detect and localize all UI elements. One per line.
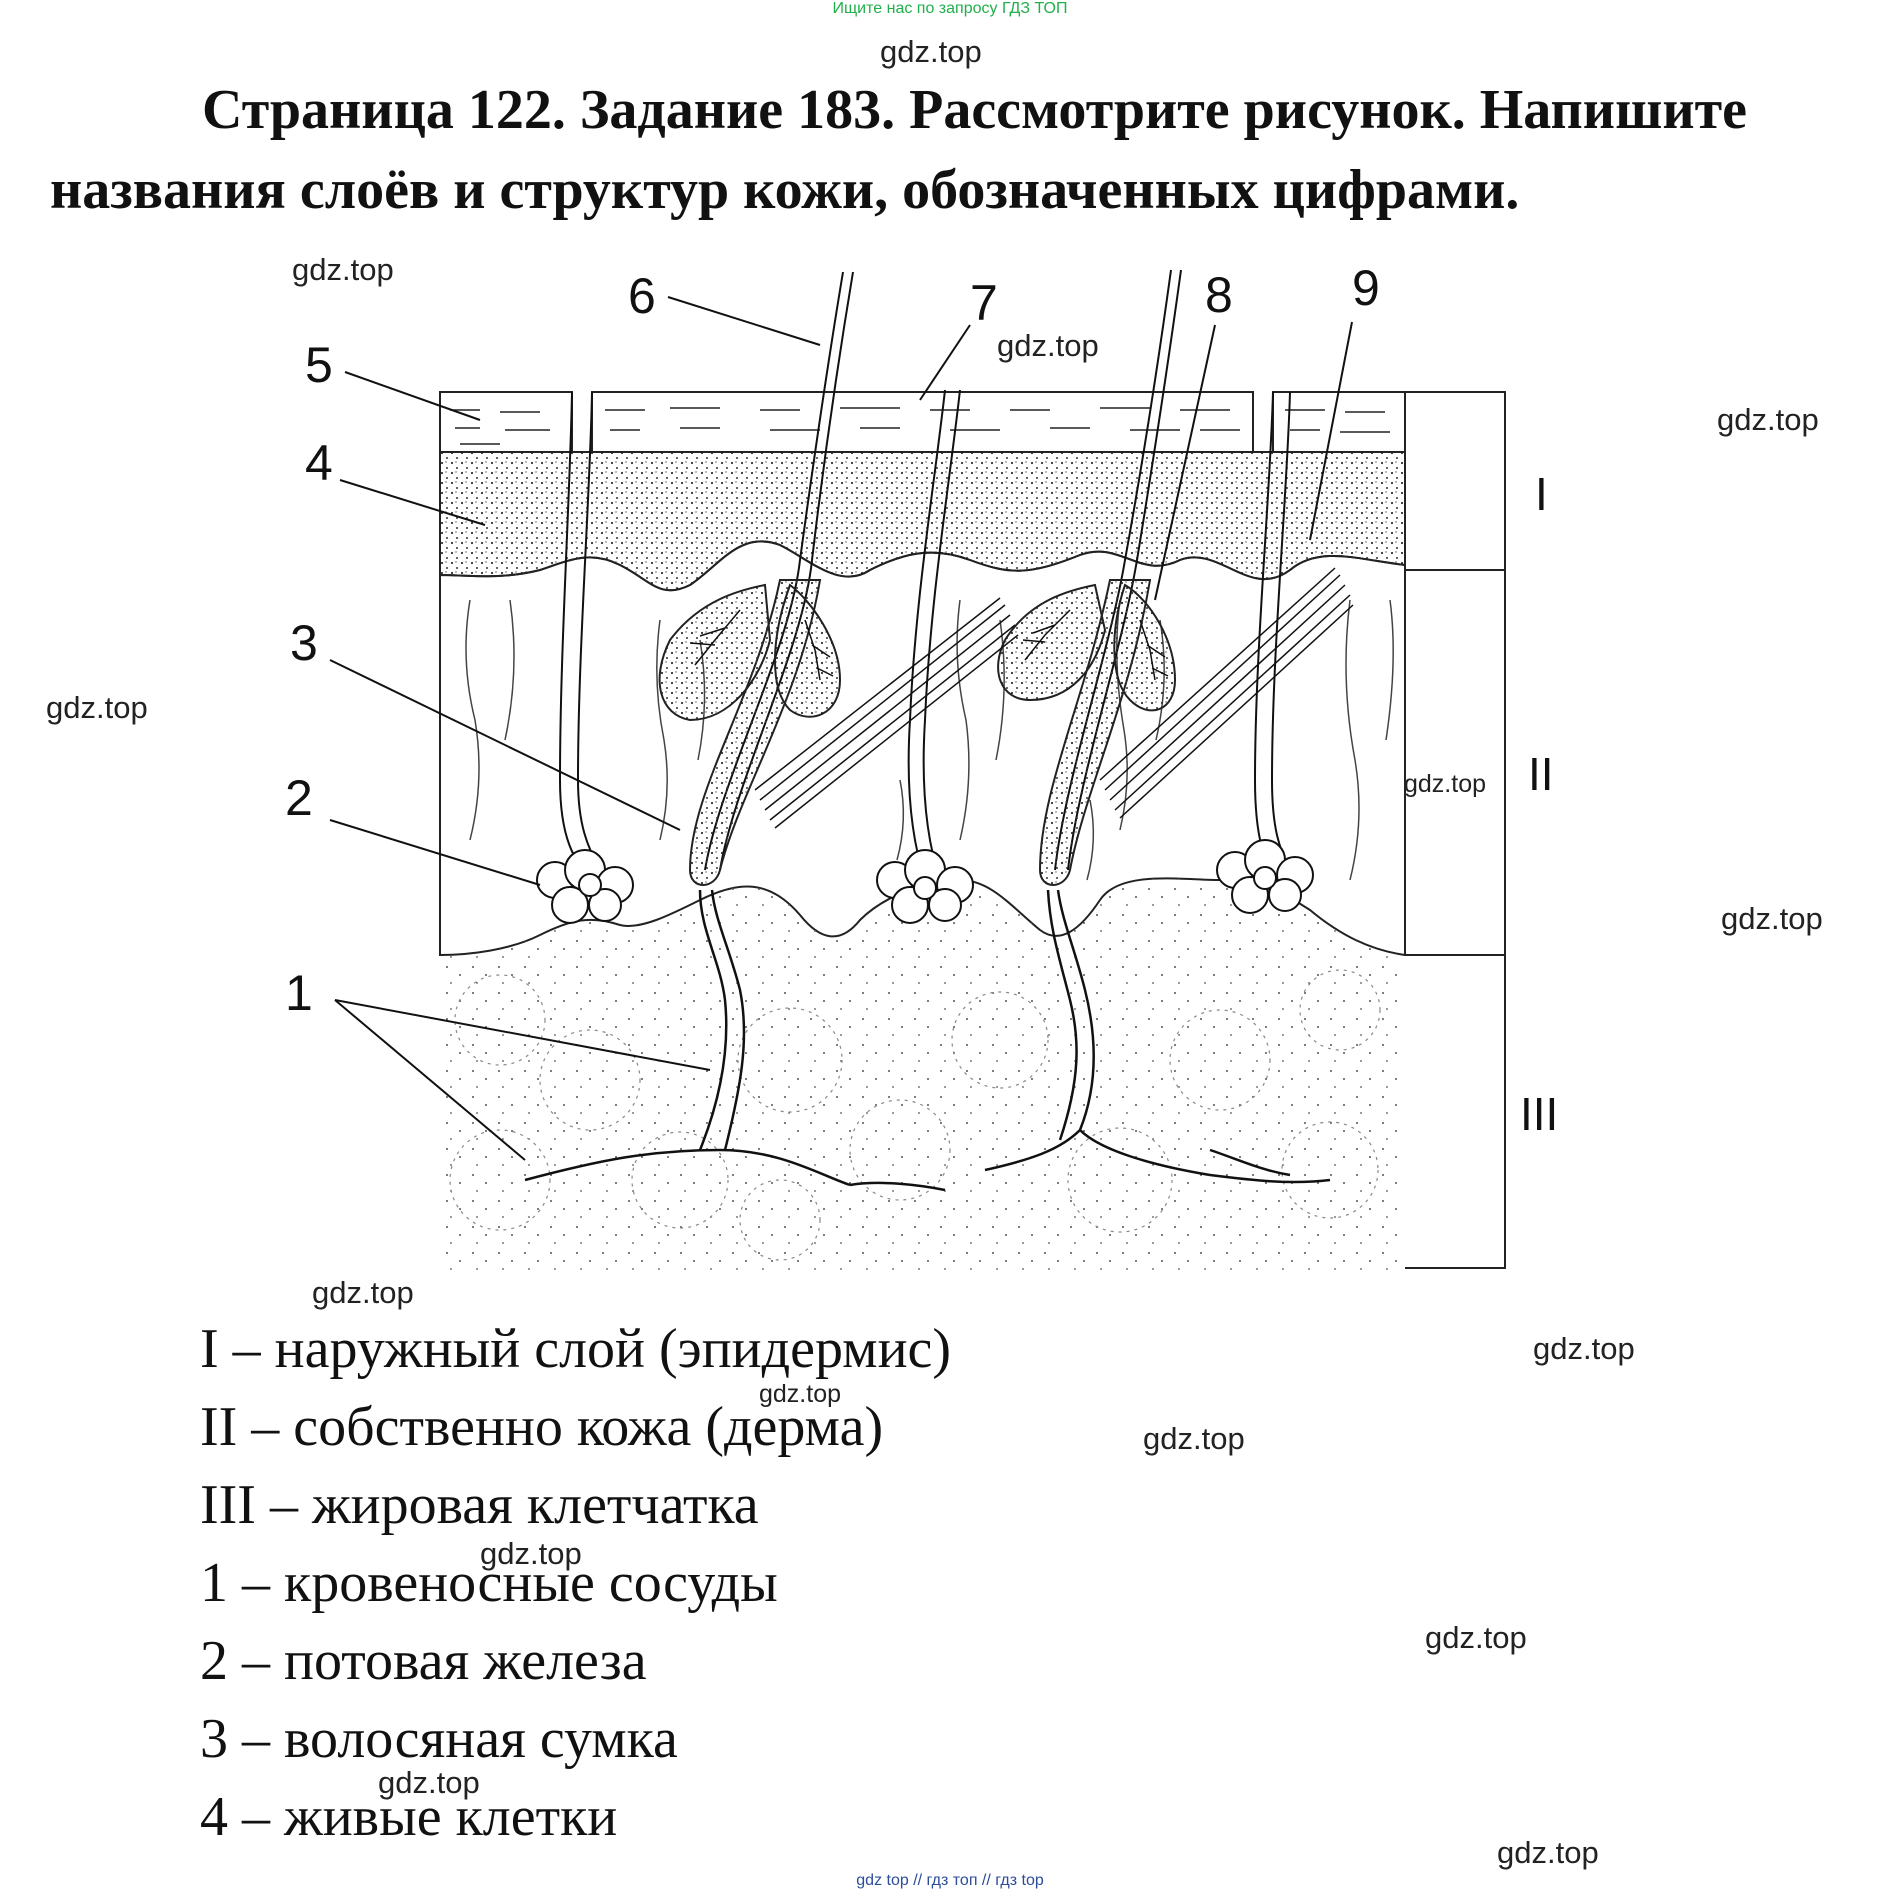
- fat-cells: [449, 969, 1381, 1261]
- sebaceous-glands: [658, 583, 1177, 722]
- sweat-glands: [558, 389, 1291, 881]
- label-9: 9: [1352, 260, 1380, 316]
- watermark: gdz.top: [1533, 1331, 1635, 1366]
- label-6: 6: [628, 268, 656, 324]
- label-2: 2: [285, 770, 313, 826]
- sweat-gland-coils: [536, 839, 1314, 924]
- layer-label-I: I: [1535, 468, 1548, 520]
- label-7: 7: [970, 275, 998, 331]
- label-1: 1: [285, 965, 313, 1021]
- watermark: gdz.top: [292, 252, 394, 287]
- watermark: gdz.top: [1717, 402, 1819, 437]
- answer-line: I – наружный слой (эпидермис): [200, 1318, 952, 1380]
- label-4: 4: [305, 435, 333, 491]
- watermark: gdz.top: [1404, 770, 1487, 798]
- watermark: gdz.top: [1497, 1835, 1599, 1870]
- layer-label-III: III: [1520, 1088, 1558, 1140]
- watermark: gdz.top: [46, 690, 148, 725]
- layer-label-II: II: [1528, 748, 1554, 800]
- label-3: 3: [290, 615, 318, 671]
- leader-lines: [329, 296, 1353, 1161]
- watermark: gdz.top: [759, 1380, 842, 1408]
- watermark: gdz.top: [880, 34, 982, 69]
- answer-line: II – собственно кожа (дерма): [200, 1396, 884, 1458]
- watermark: gdz.top: [378, 1765, 480, 1800]
- watermark: gdz.top: [1143, 1421, 1245, 1456]
- blood-vessels: [524, 889, 1331, 1192]
- watermark: gdz.top: [1425, 1620, 1527, 1655]
- answer-line: 1 – кровеносные сосуды: [200, 1552, 778, 1614]
- footer-links[interactable]: gdz top // гдз топ // гдз top: [856, 1872, 1044, 1889]
- label-8: 8: [1205, 267, 1233, 323]
- answer-line: III – жировая клетчатка: [200, 1474, 759, 1536]
- hair-shafts: [704, 269, 1182, 871]
- watermark: gdz.top: [1721, 901, 1823, 936]
- label-5: 5: [305, 337, 333, 393]
- answer-line: 3 – волосяная сумка: [200, 1708, 678, 1770]
- layer-bracket: [1405, 391, 1506, 1269]
- watermark: gdz.top: [997, 328, 1099, 363]
- answer-line: 4 – живые клетки: [200, 1786, 618, 1848]
- page-title: Страница 122. Задание 183. Рассмотрите р…: [50, 79, 1747, 221]
- hypodermis: [440, 878, 1405, 1270]
- watermark: gdz.top: [480, 1536, 582, 1571]
- top-banner: Ищите нас по запросу ГДЗ ТОП: [832, 0, 1068, 17]
- answer-line: 2 – потовая железа: [200, 1630, 647, 1692]
- watermark: gdz.top: [312, 1275, 414, 1310]
- stratum-corneum: [439, 391, 1406, 453]
- arrector-muscles: [754, 567, 1354, 829]
